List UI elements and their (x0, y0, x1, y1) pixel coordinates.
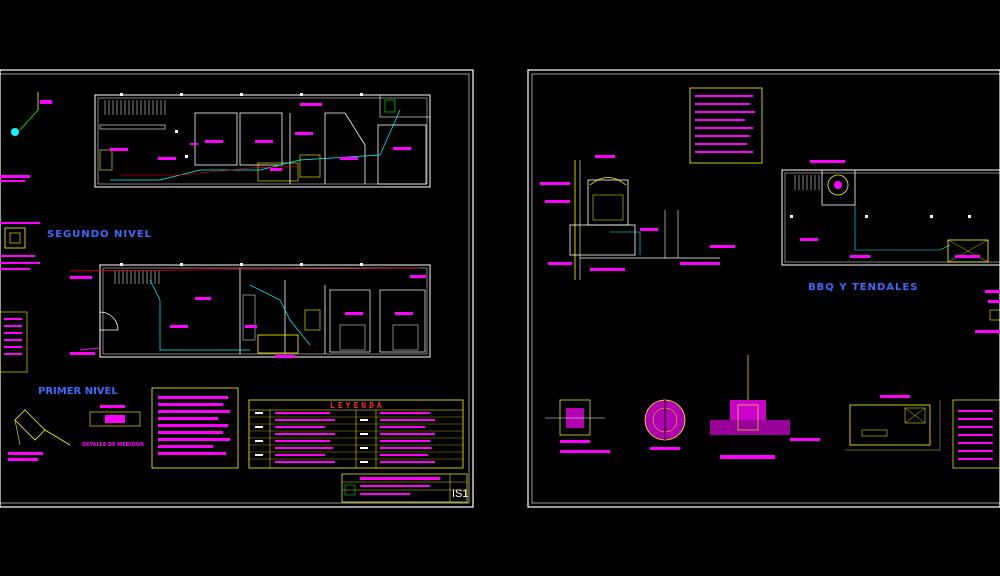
meter-detail-drawing (8, 405, 141, 461)
notes-box (151, 387, 239, 469)
sheet-number: IS1 (452, 488, 469, 500)
title-block (341, 473, 468, 503)
water-tank-section (540, 155, 735, 280)
detail-right-edge (975, 290, 1000, 333)
left-sheet-frame (0, 69, 474, 508)
floor-plan-bbq-tendales (781, 160, 1000, 266)
section-details-row (545, 355, 1000, 469)
label-segundo-nivel: SEGUNDO NIVEL (47, 229, 153, 240)
right-sheet-frame (527, 69, 1000, 508)
legend-table (248, 399, 464, 469)
floor-plan-segundo-nivel (94, 93, 431, 188)
label-bbq-tendales: BBQ Y TENDALES (808, 282, 919, 293)
label-primer-nivel: PRIMER NIVEL (38, 386, 118, 397)
notes-box-right (689, 87, 763, 164)
label-detalle-medidor: DETALLE DE MEDIDOR (82, 442, 144, 448)
riser-detail-top-left (0, 92, 52, 182)
floor-plan-primer-nivel (69, 263, 431, 358)
legend-title: LEYENDA (330, 401, 385, 410)
detail-left-middle (0, 222, 40, 373)
